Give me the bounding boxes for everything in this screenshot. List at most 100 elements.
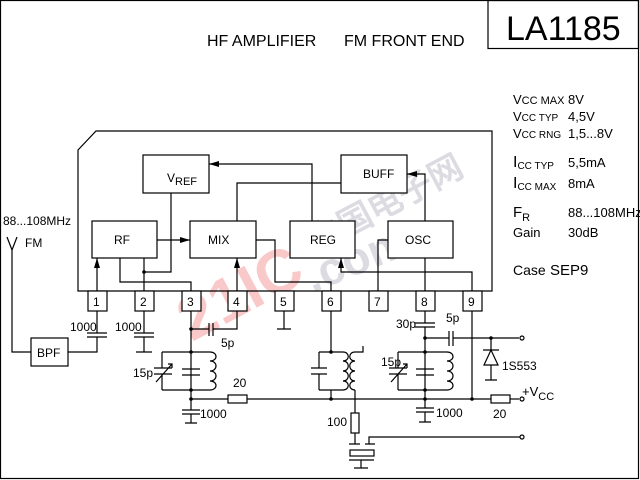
pin6-circuit: 100 bbox=[311, 311, 525, 469]
label: CC TYP bbox=[517, 161, 554, 172]
schematic-line bbox=[134, 311, 154, 353]
block-vref: VREF bbox=[142, 154, 210, 194]
label: Case bbox=[513, 262, 546, 278]
schematic-line bbox=[423, 388, 427, 392]
pin-2: 2 bbox=[134, 290, 155, 312]
resistor-pin6 bbox=[350, 412, 360, 434]
label: 8V bbox=[568, 92, 584, 107]
label: 3 bbox=[187, 295, 194, 309]
schematic-line bbox=[470, 397, 474, 401]
schematic-line: VCC RNG bbox=[513, 126, 561, 141]
schematic-line: VCC MAX bbox=[513, 92, 565, 107]
label: MIX bbox=[208, 233, 229, 247]
label: 1000 bbox=[70, 320, 97, 334]
schematic-line bbox=[30, 337, 69, 367]
schematic-line bbox=[289, 220, 356, 259]
schematic-line bbox=[68, 311, 107, 353]
block-reg: REG bbox=[289, 220, 356, 259]
label: V bbox=[513, 126, 522, 141]
schematic-line: ICC MAX bbox=[513, 175, 557, 193]
pin-5: 5 bbox=[274, 290, 295, 312]
schematic-line bbox=[377, 239, 388, 291]
schematic-line bbox=[142, 154, 210, 194]
pin-1: 1 bbox=[87, 290, 108, 312]
label: OSC bbox=[405, 233, 431, 247]
schematic-line bbox=[329, 397, 333, 401]
label: 8 bbox=[421, 295, 428, 309]
schematic-line: VCC TYP bbox=[513, 109, 558, 124]
schematic-line bbox=[349, 351, 356, 391]
label: CC MAX bbox=[522, 95, 565, 107]
label: 2 bbox=[140, 295, 147, 309]
schematic-line bbox=[190, 311, 238, 399]
label: REG bbox=[310, 233, 336, 247]
arrow-icon bbox=[234, 258, 240, 268]
schematic-line bbox=[256, 239, 332, 291]
antenna: 88...108MHz FM bbox=[3, 214, 71, 353]
schematic-line bbox=[342, 351, 349, 391]
ceramic-filter bbox=[349, 449, 375, 457]
schematic-line bbox=[142, 270, 146, 274]
schematic-line: +VCC bbox=[522, 384, 554, 403]
schematic-line bbox=[311, 311, 343, 399]
label: CC MAX bbox=[517, 182, 556, 193]
schematic-line bbox=[6, 236, 18, 252]
label: V bbox=[513, 92, 522, 107]
osc-out-terminal bbox=[519, 335, 525, 341]
label: +V bbox=[522, 384, 539, 399]
label: 8mA bbox=[568, 176, 595, 191]
label: F bbox=[513, 204, 522, 221]
schematic-line bbox=[368, 290, 389, 312]
label: 15p bbox=[381, 355, 401, 369]
label: R bbox=[522, 212, 530, 224]
cap-pin1: 1000 bbox=[68, 311, 107, 353]
label: 4 bbox=[233, 295, 240, 309]
schematic-line bbox=[236, 182, 341, 221]
schematic-line: ICC TYP bbox=[513, 154, 554, 172]
label: 1 bbox=[93, 295, 100, 309]
schematic-line bbox=[209, 351, 217, 391]
ic-body bbox=[77, 130, 493, 292]
schematic-line bbox=[182, 399, 200, 424]
schematic-line bbox=[416, 368, 434, 376]
schematic-line bbox=[154, 351, 210, 391]
block-rf: RF bbox=[91, 220, 158, 259]
schematic-line bbox=[182, 368, 200, 376]
schematic-line bbox=[446, 351, 454, 391]
pin-8: 8 bbox=[415, 290, 436, 312]
schematic-line bbox=[143, 193, 172, 291]
schematic-line bbox=[349, 433, 520, 445]
pin5-ground bbox=[277, 311, 291, 330]
label: FM bbox=[25, 236, 42, 250]
label: SEP9 bbox=[550, 262, 588, 279]
label: Gain bbox=[513, 225, 540, 240]
schematic-line bbox=[189, 350, 193, 354]
cap-pin2: 1000 bbox=[115, 311, 154, 353]
resistor-left bbox=[227, 394, 248, 404]
label: 1000 bbox=[200, 407, 227, 421]
schematic-line bbox=[423, 350, 427, 354]
arrow-icon bbox=[180, 237, 190, 243]
label: 30p bbox=[396, 317, 416, 331]
vcc-terminal bbox=[519, 396, 525, 402]
label: I bbox=[513, 175, 517, 192]
schematic-line bbox=[423, 336, 427, 340]
label: 1000 bbox=[436, 406, 463, 420]
label: CC TYP bbox=[522, 113, 559, 124]
label: CC bbox=[538, 391, 554, 403]
arrow-icon bbox=[94, 258, 100, 268]
schematic-line bbox=[11, 250, 31, 353]
pin-7: 7 bbox=[368, 290, 389, 312]
schematic-line bbox=[415, 311, 435, 399]
block-osc: OSC bbox=[387, 220, 454, 259]
schematic-line bbox=[340, 154, 408, 194]
arrow-icon bbox=[209, 161, 219, 167]
schematic-line: VREF bbox=[167, 171, 197, 188]
label: 20 bbox=[493, 407, 507, 421]
label: 30dB bbox=[568, 225, 598, 240]
